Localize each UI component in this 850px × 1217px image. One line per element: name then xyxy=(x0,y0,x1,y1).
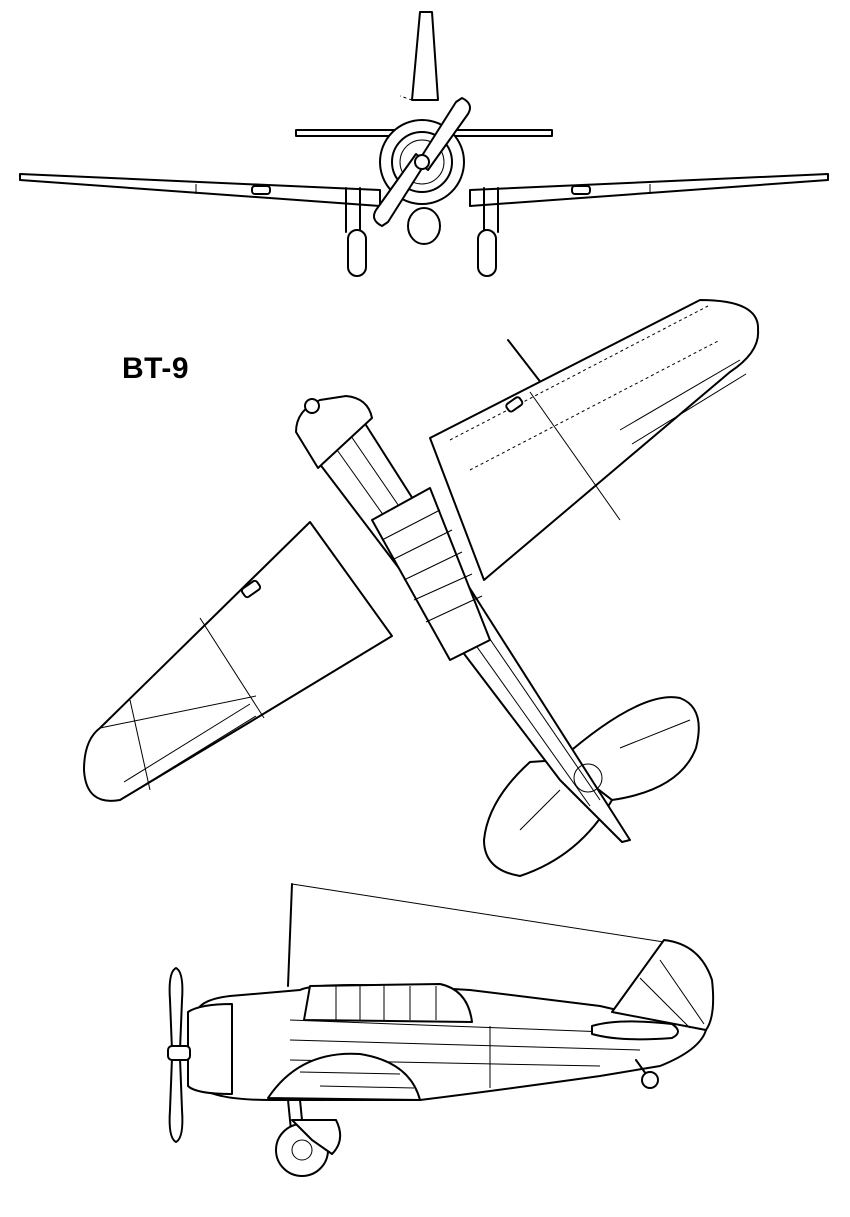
top-view-left-aileron xyxy=(123,703,257,791)
front-view-right-wheel xyxy=(477,229,497,277)
front-view-left-wing-light xyxy=(251,185,271,195)
top-view-right-wing-dotted-spars xyxy=(449,305,721,471)
front-view-left-wing xyxy=(19,173,381,207)
side-view-canopy xyxy=(303,983,473,1023)
side-view-prop-blade-lower xyxy=(168,1057,184,1143)
side-view xyxy=(167,883,715,1177)
side-view-rudder-lines xyxy=(639,959,705,1029)
front-view-fin xyxy=(411,11,439,101)
top-view-right-wing xyxy=(429,299,760,581)
top-view-left-landing-light xyxy=(240,579,262,599)
front-view-engine xyxy=(391,131,453,193)
aircraft-designation-label: BT-9 xyxy=(122,352,190,385)
top-view-canopy-frames xyxy=(381,509,483,623)
front-view-right-gear-leg xyxy=(483,187,499,233)
front-view-right-wing xyxy=(469,173,829,207)
side-view-wing-root xyxy=(267,1052,421,1101)
top-view-spinner xyxy=(304,398,320,414)
side-view-tailwheel xyxy=(641,1071,659,1089)
top-view-rudder-hinge xyxy=(573,763,603,793)
front-view-antenna xyxy=(399,95,413,101)
side-view-gear-fairing xyxy=(291,1119,342,1155)
side-view-antenna-wire xyxy=(291,883,665,943)
side-view-tailplane xyxy=(591,1020,679,1041)
top-view-cowling xyxy=(295,395,373,469)
top-view-right-aileron xyxy=(619,359,747,445)
top-view-right-tailplane xyxy=(559,696,700,801)
front-view-right-wing-light xyxy=(571,185,591,195)
front-view xyxy=(19,11,829,277)
top-view-left-wing-panel-lines xyxy=(99,617,265,791)
side-view-tailwheel-leg xyxy=(635,1059,647,1075)
top-view xyxy=(83,299,760,877)
side-view-antenna-mast xyxy=(287,883,293,987)
top-view-right-wing-panel-line xyxy=(529,391,621,521)
front-view-engine-cylinders xyxy=(399,139,445,185)
top-view-left-wing xyxy=(83,521,393,802)
top-view-canopy xyxy=(371,487,491,661)
side-view-prop-blade-upper xyxy=(168,967,184,1051)
top-view-elevator-lines xyxy=(519,719,691,831)
top-view-right-landing-light xyxy=(505,396,524,413)
front-view-left-wheel xyxy=(347,229,367,277)
top-view-antenna xyxy=(507,339,543,385)
side-view-canopy-frames xyxy=(335,986,437,1020)
front-view-spinner xyxy=(414,154,430,170)
front-view-belly-scoop xyxy=(407,207,441,245)
front-view-aileron-lines xyxy=(195,184,651,194)
side-view-spinner xyxy=(167,1045,191,1061)
side-view-main-wheel-hub xyxy=(291,1139,313,1161)
front-view-left-gear-leg xyxy=(345,187,361,233)
side-view-vertical-tail xyxy=(611,939,715,1031)
side-view-cowling xyxy=(187,1003,233,1095)
side-view-wing-flap-lines xyxy=(299,1071,415,1089)
